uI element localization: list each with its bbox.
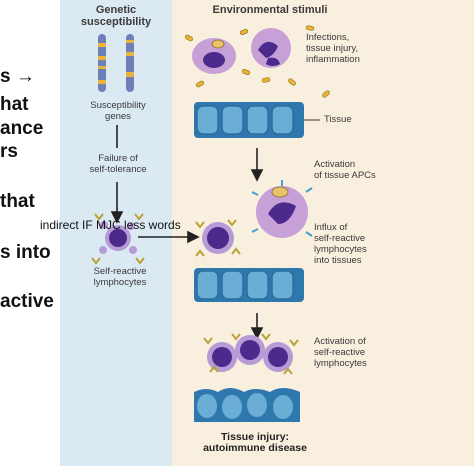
genetic-header: Genetic susceptibility: [80, 4, 152, 28]
side-text-6: s into: [0, 242, 51, 263]
influx-label: Influx of self-reactive lymphocytes into…: [314, 222, 367, 266]
tissue-row-top: [194, 102, 320, 138]
migrating-lymphocyte: [195, 219, 241, 257]
overlay-note: indirect IF MJC less words: [40, 218, 181, 232]
side-text-3: ance: [0, 118, 44, 139]
infection-cells: [184, 25, 330, 98]
left-flow-arrows: [110, 125, 200, 244]
tissue-injury-footer: Tissue injury: autoimmune disease: [203, 431, 307, 454]
self-reactive-lymphocytes-label: Self-reactive lymphocytes: [93, 266, 147, 288]
self-reactive-lymphocytes: [91, 213, 145, 265]
failure-tolerance-label: Failure of self-tolerance: [89, 153, 147, 175]
susceptibility-genes-label: Susceptibility genes: [90, 100, 146, 122]
side-text-7: active: [0, 291, 54, 312]
lymphocyte-activation-label: Activation of self-reactive lymphocytes: [314, 336, 367, 369]
side-text-1: s →: [0, 66, 35, 87]
side-text-2: hat: [0, 94, 29, 115]
chromosome-icon: [98, 34, 134, 92]
apc-activation-label: Activation of tissue APCs: [314, 159, 376, 181]
activated-apc: [251, 180, 313, 238]
tissue-label: Tissue: [324, 114, 352, 125]
activated-lymphocytes: [203, 333, 299, 375]
environment-header: Environmental stimuli: [212, 4, 328, 16]
side-text-4: rs: [0, 141, 18, 162]
tissue-row-damaged: [194, 388, 300, 422]
infections-label: Infections, tissue injury, inflammation: [306, 32, 360, 65]
tissue-row-middle: [194, 268, 304, 302]
side-text-5: that: [0, 191, 35, 212]
right-flow-arrows: [250, 148, 264, 340]
